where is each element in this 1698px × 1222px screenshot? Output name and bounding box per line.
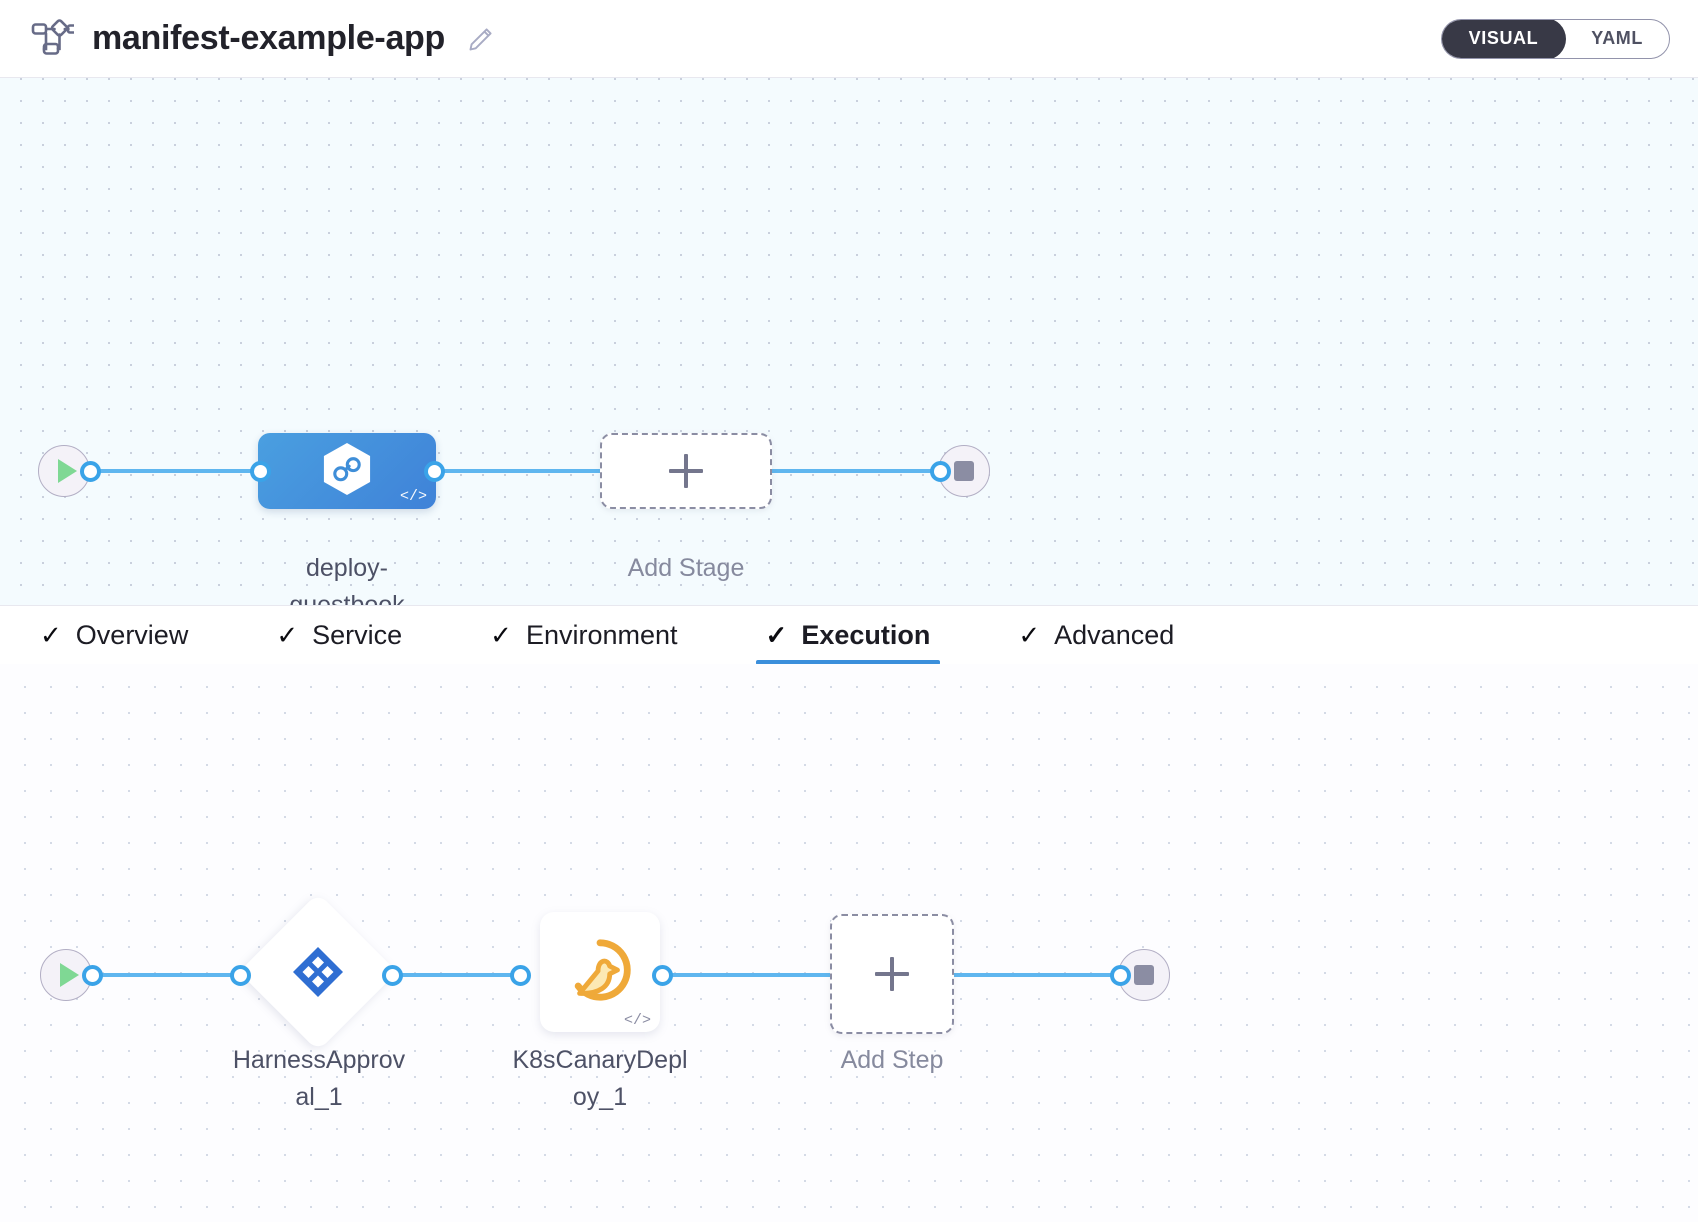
- canary-input-port[interactable]: [510, 965, 531, 986]
- start-node-port[interactable]: [80, 461, 101, 482]
- tab-advanced[interactable]: ✓ Advanced: [1008, 606, 1184, 664]
- execution-end-port[interactable]: [1110, 965, 1131, 986]
- canary-output-port[interactable]: [652, 965, 673, 986]
- add-step-label: Add Step: [840, 1046, 944, 1074]
- play-icon: [57, 459, 77, 483]
- harness-approval-icon: [291, 945, 345, 999]
- page-title: manifest-example-app: [92, 19, 445, 57]
- check-icon: ✓: [1018, 620, 1041, 650]
- step-node-k8s-canary-deploy[interactable]: </>: [540, 912, 660, 1032]
- add-step-button[interactable]: [830, 914, 954, 1034]
- add-stage-label: Add Stage: [627, 554, 745, 582]
- check-icon: ✓: [276, 620, 299, 650]
- edge-stage-to-add: [432, 469, 602, 473]
- stage-yaml-badge: </>: [399, 488, 427, 505]
- view-toggle-yaml[interactable]: YAML: [1591, 28, 1643, 48]
- step-node-harness-approval[interactable]: [238, 892, 398, 1052]
- pencil-edit-icon[interactable]: [467, 25, 495, 53]
- edge-canary-to-add-step: [660, 973, 832, 977]
- check-icon: ✓: [765, 620, 788, 650]
- step-label-k8s-canary-deploy: K8sCanaryDepl oy_1: [512, 1046, 688, 1111]
- header-left-group: manifest-example-app: [30, 17, 495, 61]
- harness-cd-hexagon-icon: [322, 442, 372, 501]
- tab-execution[interactable]: ✓ Execution: [755, 606, 941, 665]
- view-mode-toggle[interactable]: VISUAL YAML: [1440, 18, 1670, 59]
- step-label-harness-approval: HarnessApprov al_1: [232, 1046, 406, 1111]
- check-icon: ✓: [490, 620, 512, 650]
- approval-input-port[interactable]: [230, 965, 251, 986]
- stop-icon: [1134, 965, 1154, 985]
- execution-steps-canvas[interactable]: HarnessApprov al_1 </> K8sCanaryDepl oy_…: [0, 664, 1698, 1222]
- view-toggle-visual[interactable]: VISUAL: [1441, 19, 1567, 58]
- edge-start-to-approval: [90, 973, 238, 977]
- stage-graph-canvas[interactable]: </> deploy- guestbook Add Stage: [0, 78, 1698, 606]
- stage-node-input-port[interactable]: [250, 461, 271, 482]
- header-right-group: VISUAL YAML: [1440, 18, 1670, 59]
- tab-environment[interactable]: ✓ Environment: [480, 606, 687, 664]
- edge-approval-to-canary: [390, 973, 518, 977]
- pipeline-flowchart-icon: [30, 17, 78, 61]
- stop-icon: [954, 461, 974, 481]
- stage-node-label: deploy- guestbook: [289, 554, 405, 606]
- stage-node-output-port[interactable]: [424, 461, 445, 482]
- tab-label: Advanced: [1054, 619, 1175, 650]
- page-header: manifest-example-app VISUAL YAML: [0, 0, 1698, 78]
- plus-icon: [669, 454, 703, 488]
- tab-label: Overview: [75, 619, 189, 650]
- edge-add-step-to-end: [950, 973, 1128, 977]
- step-yaml-badge: </>: [623, 1012, 651, 1029]
- end-node-port[interactable]: [930, 461, 951, 482]
- add-stage-button[interactable]: [600, 433, 772, 509]
- plus-icon: [875, 957, 909, 991]
- execution-start-port[interactable]: [82, 965, 103, 986]
- edge-start-to-stage: [88, 469, 260, 473]
- tab-label: Environment: [525, 619, 678, 650]
- tab-overview[interactable]: ✓ Overview: [30, 606, 198, 664]
- stage-node-deploy-guestbook[interactable]: </>: [258, 433, 436, 509]
- tab-label: Execution: [801, 619, 931, 650]
- approval-output-port[interactable]: [382, 965, 403, 986]
- check-icon: ✓: [40, 620, 62, 650]
- tab-service[interactable]: ✓ Service: [266, 606, 412, 664]
- play-icon: [59, 963, 79, 987]
- stage-config-tabbar[interactable]: ✓ Overview ✓ Service ✓ Environment ✓ Exe…: [0, 606, 1698, 665]
- tab-label: Service: [312, 619, 403, 650]
- edge-add-to-end: [770, 469, 950, 473]
- canary-bird-icon: [566, 936, 634, 1009]
